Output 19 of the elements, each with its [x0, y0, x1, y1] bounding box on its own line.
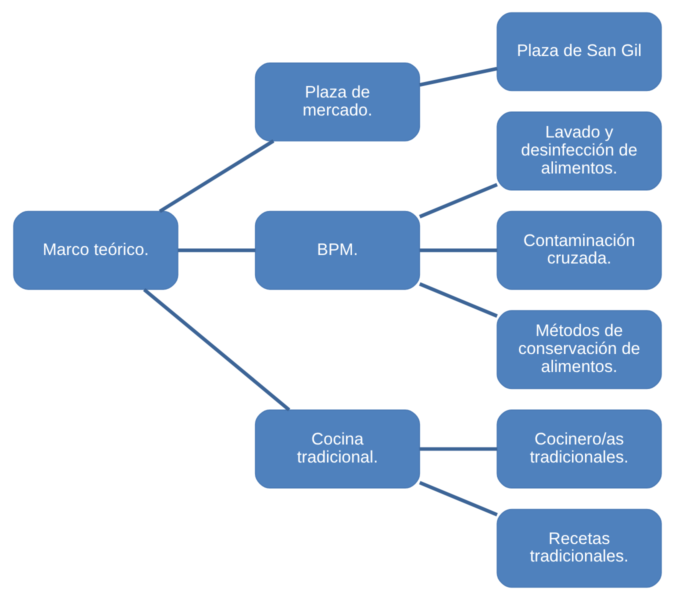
node-box: BPM. [254, 210, 420, 290]
node-box: Recetas tradicionales. [496, 508, 662, 588]
connector [178, 248, 256, 252]
connector [158, 139, 274, 213]
node-box: Cocina tradicional. [254, 410, 420, 488]
connector [419, 282, 498, 318]
connector [419, 480, 498, 516]
node-box: Plaza de San Gil [496, 12, 662, 92]
node-box: Lavado y desinfección de alimentos. [496, 112, 662, 190]
node-box: Marco teórico. [13, 210, 178, 290]
node-box: Contaminación cruzada. [496, 210, 662, 290]
connector [419, 182, 498, 218]
node-box: Cocinero/as tradicionales. [496, 410, 662, 488]
connector [420, 248, 498, 252]
connector [143, 288, 290, 412]
node-box: Métodos de conservación de alimentos. [496, 310, 662, 390]
node-box: Plaza de mercado. [254, 62, 420, 142]
connector [419, 66, 498, 87]
connector [420, 447, 498, 451]
